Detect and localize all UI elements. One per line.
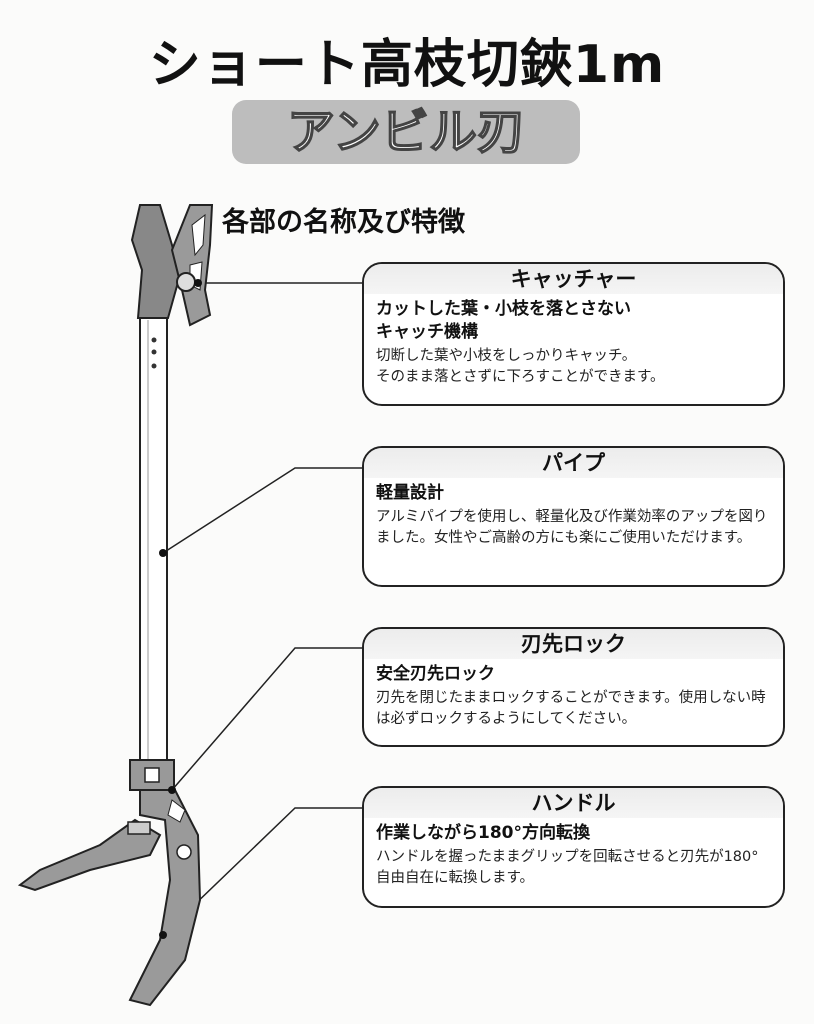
handle-lever: [17, 818, 162, 892]
part-card-catcher: キャッチャー カットした葉・小枝を落とさない キャッチ機構 切断した葉や小枝をし…: [362, 262, 785, 406]
pipe: [139, 317, 168, 764]
part-card-pipe: パイプ 軽量設計 アルミパイプを使用し、軽量化及び作業効率のアップを図りました。…: [362, 446, 785, 587]
part-name: キャッチャー: [364, 264, 783, 294]
part-feature: 作業しながら180°方向転換: [376, 823, 590, 843]
part-name: パイプ: [364, 448, 783, 478]
pivot-bolt: [176, 272, 196, 292]
part-card-blade-lock: 刃先ロック 安全刃先ロック 刃先を閉じたままロックすることができます。使用しない…: [362, 627, 785, 747]
part-name: 刃先ロック: [364, 629, 783, 659]
product-title: ショート高枝切鋏1m: [148, 35, 666, 95]
part-feature: カットした葉・小枝を落とさない キャッチ機構: [376, 299, 631, 342]
part-description: アルミパイプを使用し、軽量化及び作業効率のアップを図りました。女性やご高齢の方に…: [376, 509, 768, 546]
lock-knob: [127, 821, 151, 835]
part-card-handle: ハンドル 作業しながら180°方向転換 ハンドルを握ったままグリップを回転させる…: [362, 786, 785, 908]
part-description: 刃先を閉じたままロックすることができます。使用しない時は必ずロックするようにして…: [376, 690, 766, 727]
part-description: 切断した葉や小枝をしっかりキャッチ。 そのまま落とさずに下ろすことができます。: [376, 348, 665, 385]
blade-type-badge: アンビル刃: [232, 100, 580, 164]
section-heading: 各部の名称及び特徴: [222, 207, 465, 238]
part-feature: 軽量設計: [376, 483, 444, 503]
blade-anvil: [130, 204, 182, 319]
handle-main: [128, 789, 202, 1007]
part-feature: 安全刃先ロック: [376, 664, 495, 684]
part-name: ハンドル: [364, 788, 783, 818]
leader-lines: [162, 282, 362, 936]
part-description: ハンドルを握ったままグリップを回転させると刃先が180°自由自在に転換します。: [376, 849, 759, 886]
